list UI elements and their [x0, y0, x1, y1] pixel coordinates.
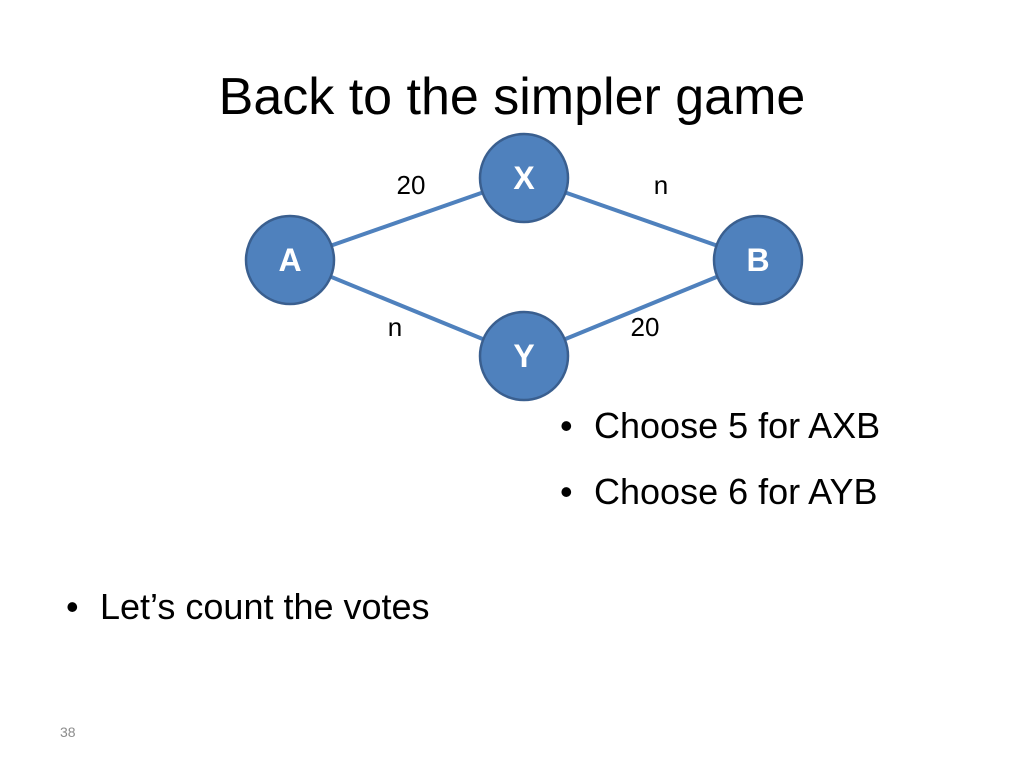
node-circle-b	[712, 214, 804, 306]
node-y: Y	[478, 310, 570, 402]
node-label-y: Y	[513, 338, 534, 374]
node-a: A	[244, 214, 336, 306]
node-circle-x	[478, 132, 570, 224]
node-b: B	[712, 214, 804, 306]
node-label-x: X	[513, 160, 535, 196]
edge-label-x-b: n	[654, 170, 668, 200]
edge-label-y-b: 20	[631, 312, 660, 342]
option-ayb: Choose 6 for AYB	[554, 459, 880, 525]
nodes-layer: A X Y B	[244, 132, 804, 402]
option-list: Choose 5 for AXB Choose 6 for AYB	[554, 393, 880, 525]
node-circle-a	[244, 214, 336, 306]
option-axb: Choose 5 for AXB	[554, 393, 880, 459]
node-label-a: A	[278, 242, 301, 278]
edge-label-a-x: 20	[397, 170, 426, 200]
node-x: X	[478, 132, 570, 224]
instruction-list: Let’s count the votes	[60, 574, 430, 640]
count-votes-item: Let’s count the votes	[60, 574, 430, 640]
node-label-b: B	[746, 242, 769, 278]
edge-labels-layer: 20 n n 20	[388, 170, 668, 342]
slide-number: 38	[60, 724, 76, 740]
node-circle-y	[478, 310, 570, 402]
slide-title: Back to the simpler game	[218, 68, 806, 126]
edge-label-a-y: n	[388, 312, 402, 342]
